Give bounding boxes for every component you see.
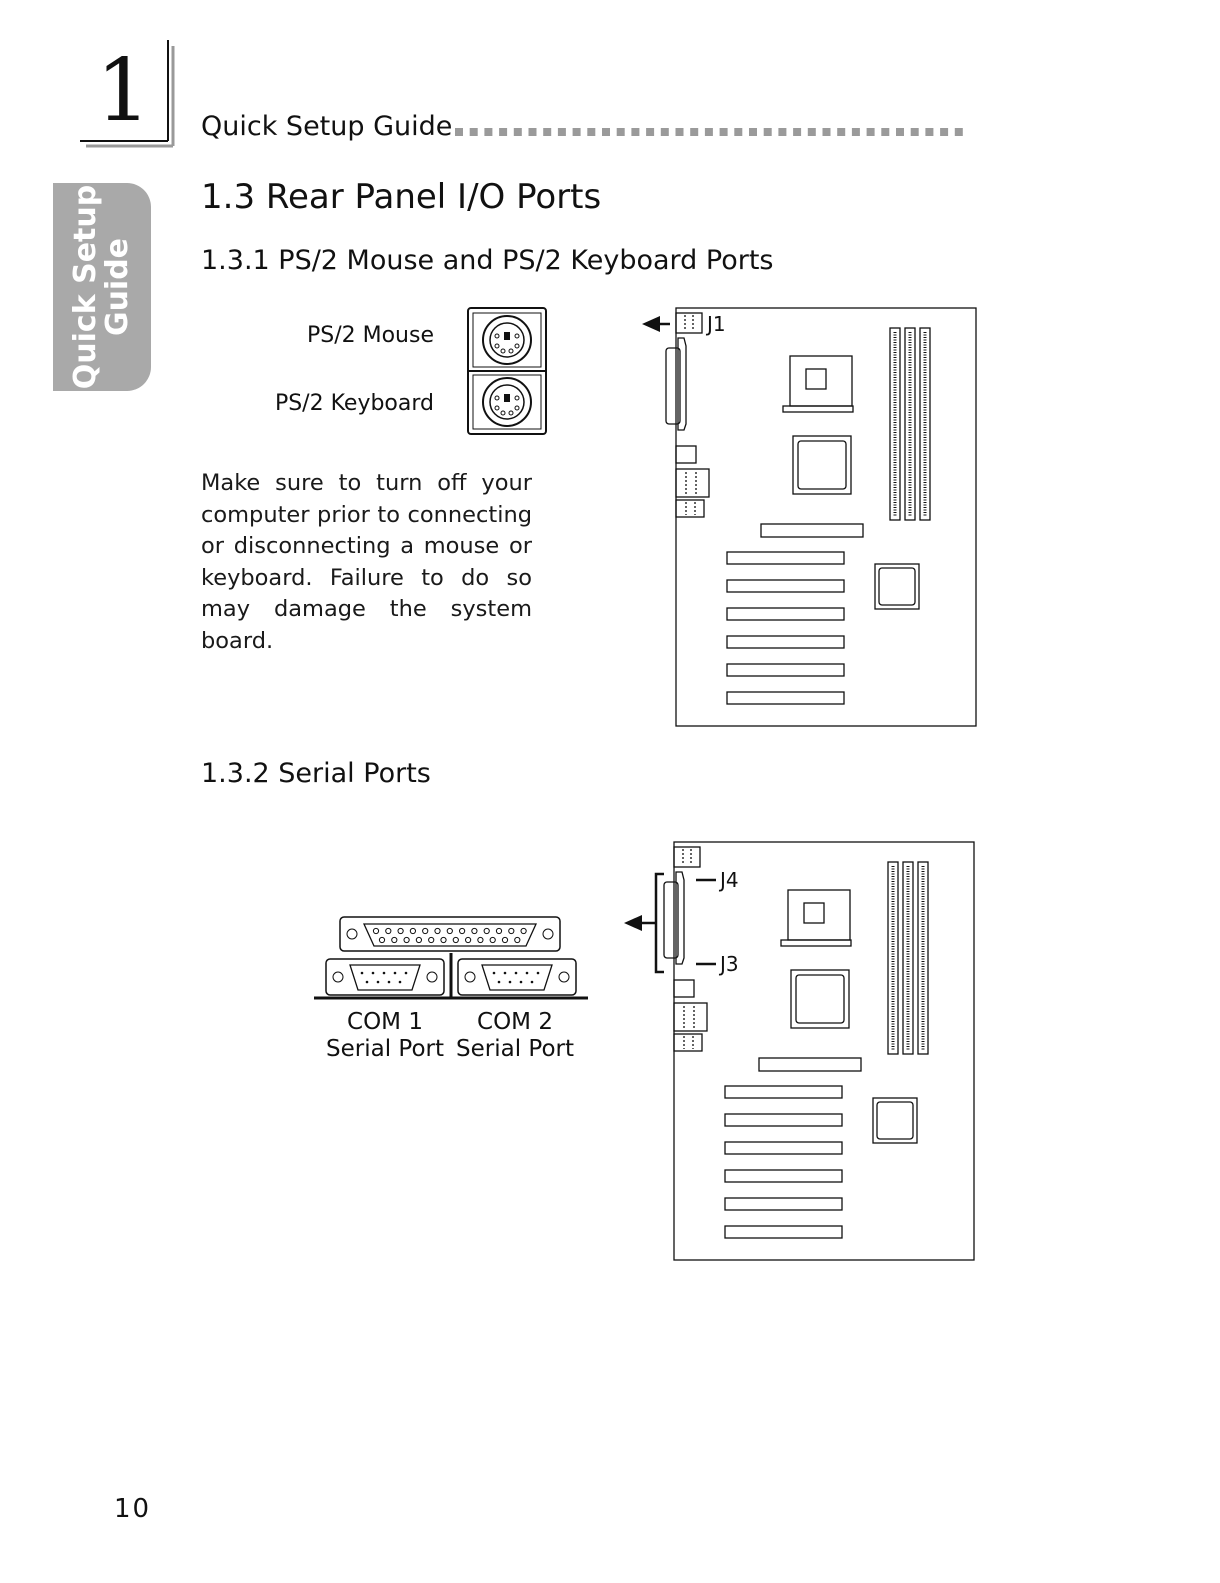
com2-port-icon (492, 971, 540, 984)
pci-slot (724, 1085, 843, 1099)
serial-ports-heading: 1.3.2 Serial Ports (201, 758, 431, 789)
dimm-slot (902, 861, 914, 1055)
j3-connector-label: J3 (720, 952, 739, 976)
side-tab-line1: Quick Setup (68, 184, 103, 390)
dimm-slot (919, 327, 931, 521)
com2-label: COM 2 Serial Port (450, 1009, 580, 1063)
dimm-slot (889, 327, 901, 521)
com2-label-line1: COM 2 (477, 1009, 553, 1035)
pci-slot (724, 1113, 843, 1127)
arrow-left-icon (624, 872, 716, 974)
chapter-number: 1 (96, 41, 151, 141)
header-dot-leader (455, 128, 963, 136)
com1-label: COM 1 Serial Port (320, 1009, 450, 1063)
com1-port-icon (360, 971, 408, 984)
ps2-mouse-port-icon (482, 315, 532, 365)
pci-slot (724, 1225, 843, 1239)
running-title: Quick Setup Guide (201, 111, 453, 142)
com1-label-line1: COM 1 (347, 1009, 423, 1035)
ps2-keyboard-label: PS/2 Keyboard (274, 391, 434, 416)
pci-slot (726, 635, 845, 649)
pci-slot (726, 579, 845, 593)
arrow-left-icon (642, 316, 670, 332)
pci-slot (726, 607, 845, 621)
com1-label-line2: Serial Port (326, 1036, 444, 1062)
pci-slot (724, 1169, 843, 1183)
system-board-diagram-serial (624, 841, 975, 1261)
page-number: 10 (114, 1494, 152, 1524)
ps2-caution-note: Make sure to turn off your computer prio… (201, 470, 532, 654)
dimm-slot (887, 861, 899, 1055)
com2-label-line2: Serial Port (456, 1036, 574, 1062)
side-tab-line2: Guide (100, 237, 135, 337)
pci-slot (726, 663, 845, 677)
chapter-side-tab: Quick Setup Guide (53, 183, 151, 391)
pci-slot (724, 1197, 843, 1211)
j4-connector-label: J4 (720, 868, 739, 892)
pci-slot (726, 691, 845, 705)
pci-slot (726, 551, 845, 565)
section-title: 1.3 Rear Panel I/O Ports (201, 177, 602, 217)
dimm-slot (904, 327, 916, 521)
ps2-mouse-label: PS/2 Mouse (306, 323, 434, 348)
dimm-slot (917, 861, 929, 1055)
pci-slot (724, 1141, 843, 1155)
chapter-corner-rule (80, 40, 175, 148)
serial-ports-illustration (314, 916, 588, 1000)
ps2-keyboard-port-icon (482, 377, 532, 427)
ps2-ports-heading: 1.3.1 PS/2 Mouse and PS/2 Keyboard Ports (201, 245, 774, 276)
ps2-ports-illustration (467, 307, 547, 435)
j1-connector-label: J1 (707, 312, 726, 336)
system-board-diagram-ps2 (642, 307, 977, 727)
